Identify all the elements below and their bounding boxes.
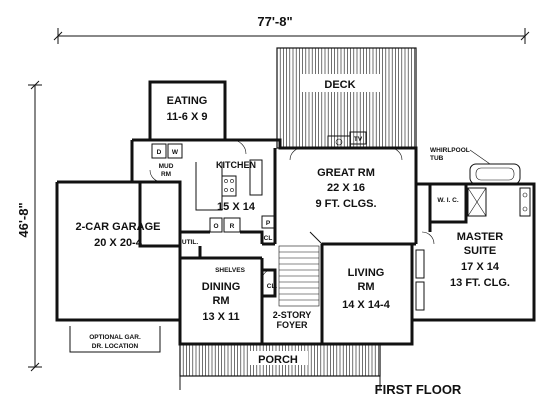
dining-room-label: DINING xyxy=(202,281,241,293)
master-suite-ceiling: 13 FT. CLG. xyxy=(450,277,510,289)
whirlpool-label-line1: WHIRLPOOL xyxy=(430,147,470,154)
dryer-label: D xyxy=(157,149,162,156)
closet-label: CL xyxy=(264,235,273,242)
great-room-size: 22 X 16 xyxy=(327,182,365,194)
great-room-label: GREAT RM xyxy=(317,167,375,179)
living-room-size: 14 X 14-4 xyxy=(342,299,391,311)
eating-label: EATING xyxy=(167,95,208,107)
garage-label: 2-CAR GARAGE xyxy=(76,221,161,233)
utility-label: UTIL. xyxy=(182,239,198,246)
interior-walls xyxy=(132,148,534,344)
living-room-label: LIVING xyxy=(348,267,385,279)
master-suite-label-line2: SUITE xyxy=(464,245,496,257)
whirlpool-label-line2: TUB xyxy=(430,155,444,162)
room-labels: EATING 11-6 X 9 MUD RM KITCHEN 15 X 14 G… xyxy=(76,95,510,350)
dining-room-size: 13 X 11 xyxy=(202,311,239,323)
great-room-ceiling: 9 FT. CLGS. xyxy=(315,198,376,210)
master-suite-size: 17 X 14 xyxy=(461,261,500,273)
door-swings xyxy=(149,139,435,281)
height-dimension-label: 46'-8" xyxy=(16,202,31,237)
shelves-label: SHELVES xyxy=(215,267,246,274)
closet-2-label: CL. xyxy=(267,283,278,290)
deck-label: DECK xyxy=(324,79,355,91)
porch-label: PORCH xyxy=(258,354,298,366)
kitchen-size: 15 X 14 xyxy=(217,201,256,213)
tv-label: TV xyxy=(354,136,363,143)
pantry-label: P xyxy=(266,220,271,227)
washer-label: W xyxy=(172,149,179,156)
kitchen-label: KITCHEN xyxy=(216,160,256,170)
eating-size: 11-6 X 9 xyxy=(167,111,208,123)
width-dimension-label: 77'-8" xyxy=(257,14,292,29)
oven-label: O xyxy=(213,223,218,230)
exterior-walls xyxy=(55,80,536,346)
deck: DECK xyxy=(276,47,417,149)
foyer-label-line2: FOYER xyxy=(276,320,308,330)
walk-in-closet-label: W. I. C. xyxy=(437,197,459,204)
optional-garage-door-line2: DR. LOCATION xyxy=(92,343,139,350)
porch: PORCH xyxy=(179,343,381,390)
floor-title: FIRST FLOOR xyxy=(375,382,462,397)
staircase xyxy=(278,231,323,307)
width-dimension: 77'-8" xyxy=(53,14,530,44)
fixtures: D W O R P CL TV xyxy=(69,131,531,353)
foyer-label-line1: 2-STORY xyxy=(273,310,312,320)
height-dimension: 46'-8" xyxy=(16,80,42,372)
dining-room-label-line2: RM xyxy=(212,295,229,307)
mud-room-label-line2: RM xyxy=(161,171,171,178)
optional-garage-door-line1: OPTIONAL GAR. xyxy=(89,334,141,341)
living-room-label-line2: RM xyxy=(357,281,374,293)
refrigerator-label: R xyxy=(230,223,235,230)
master-suite-label-line1: MASTER xyxy=(457,231,504,243)
garage-size: 20 X 20-4 xyxy=(94,237,143,249)
mud-room-label-line1: MUD xyxy=(159,163,174,170)
